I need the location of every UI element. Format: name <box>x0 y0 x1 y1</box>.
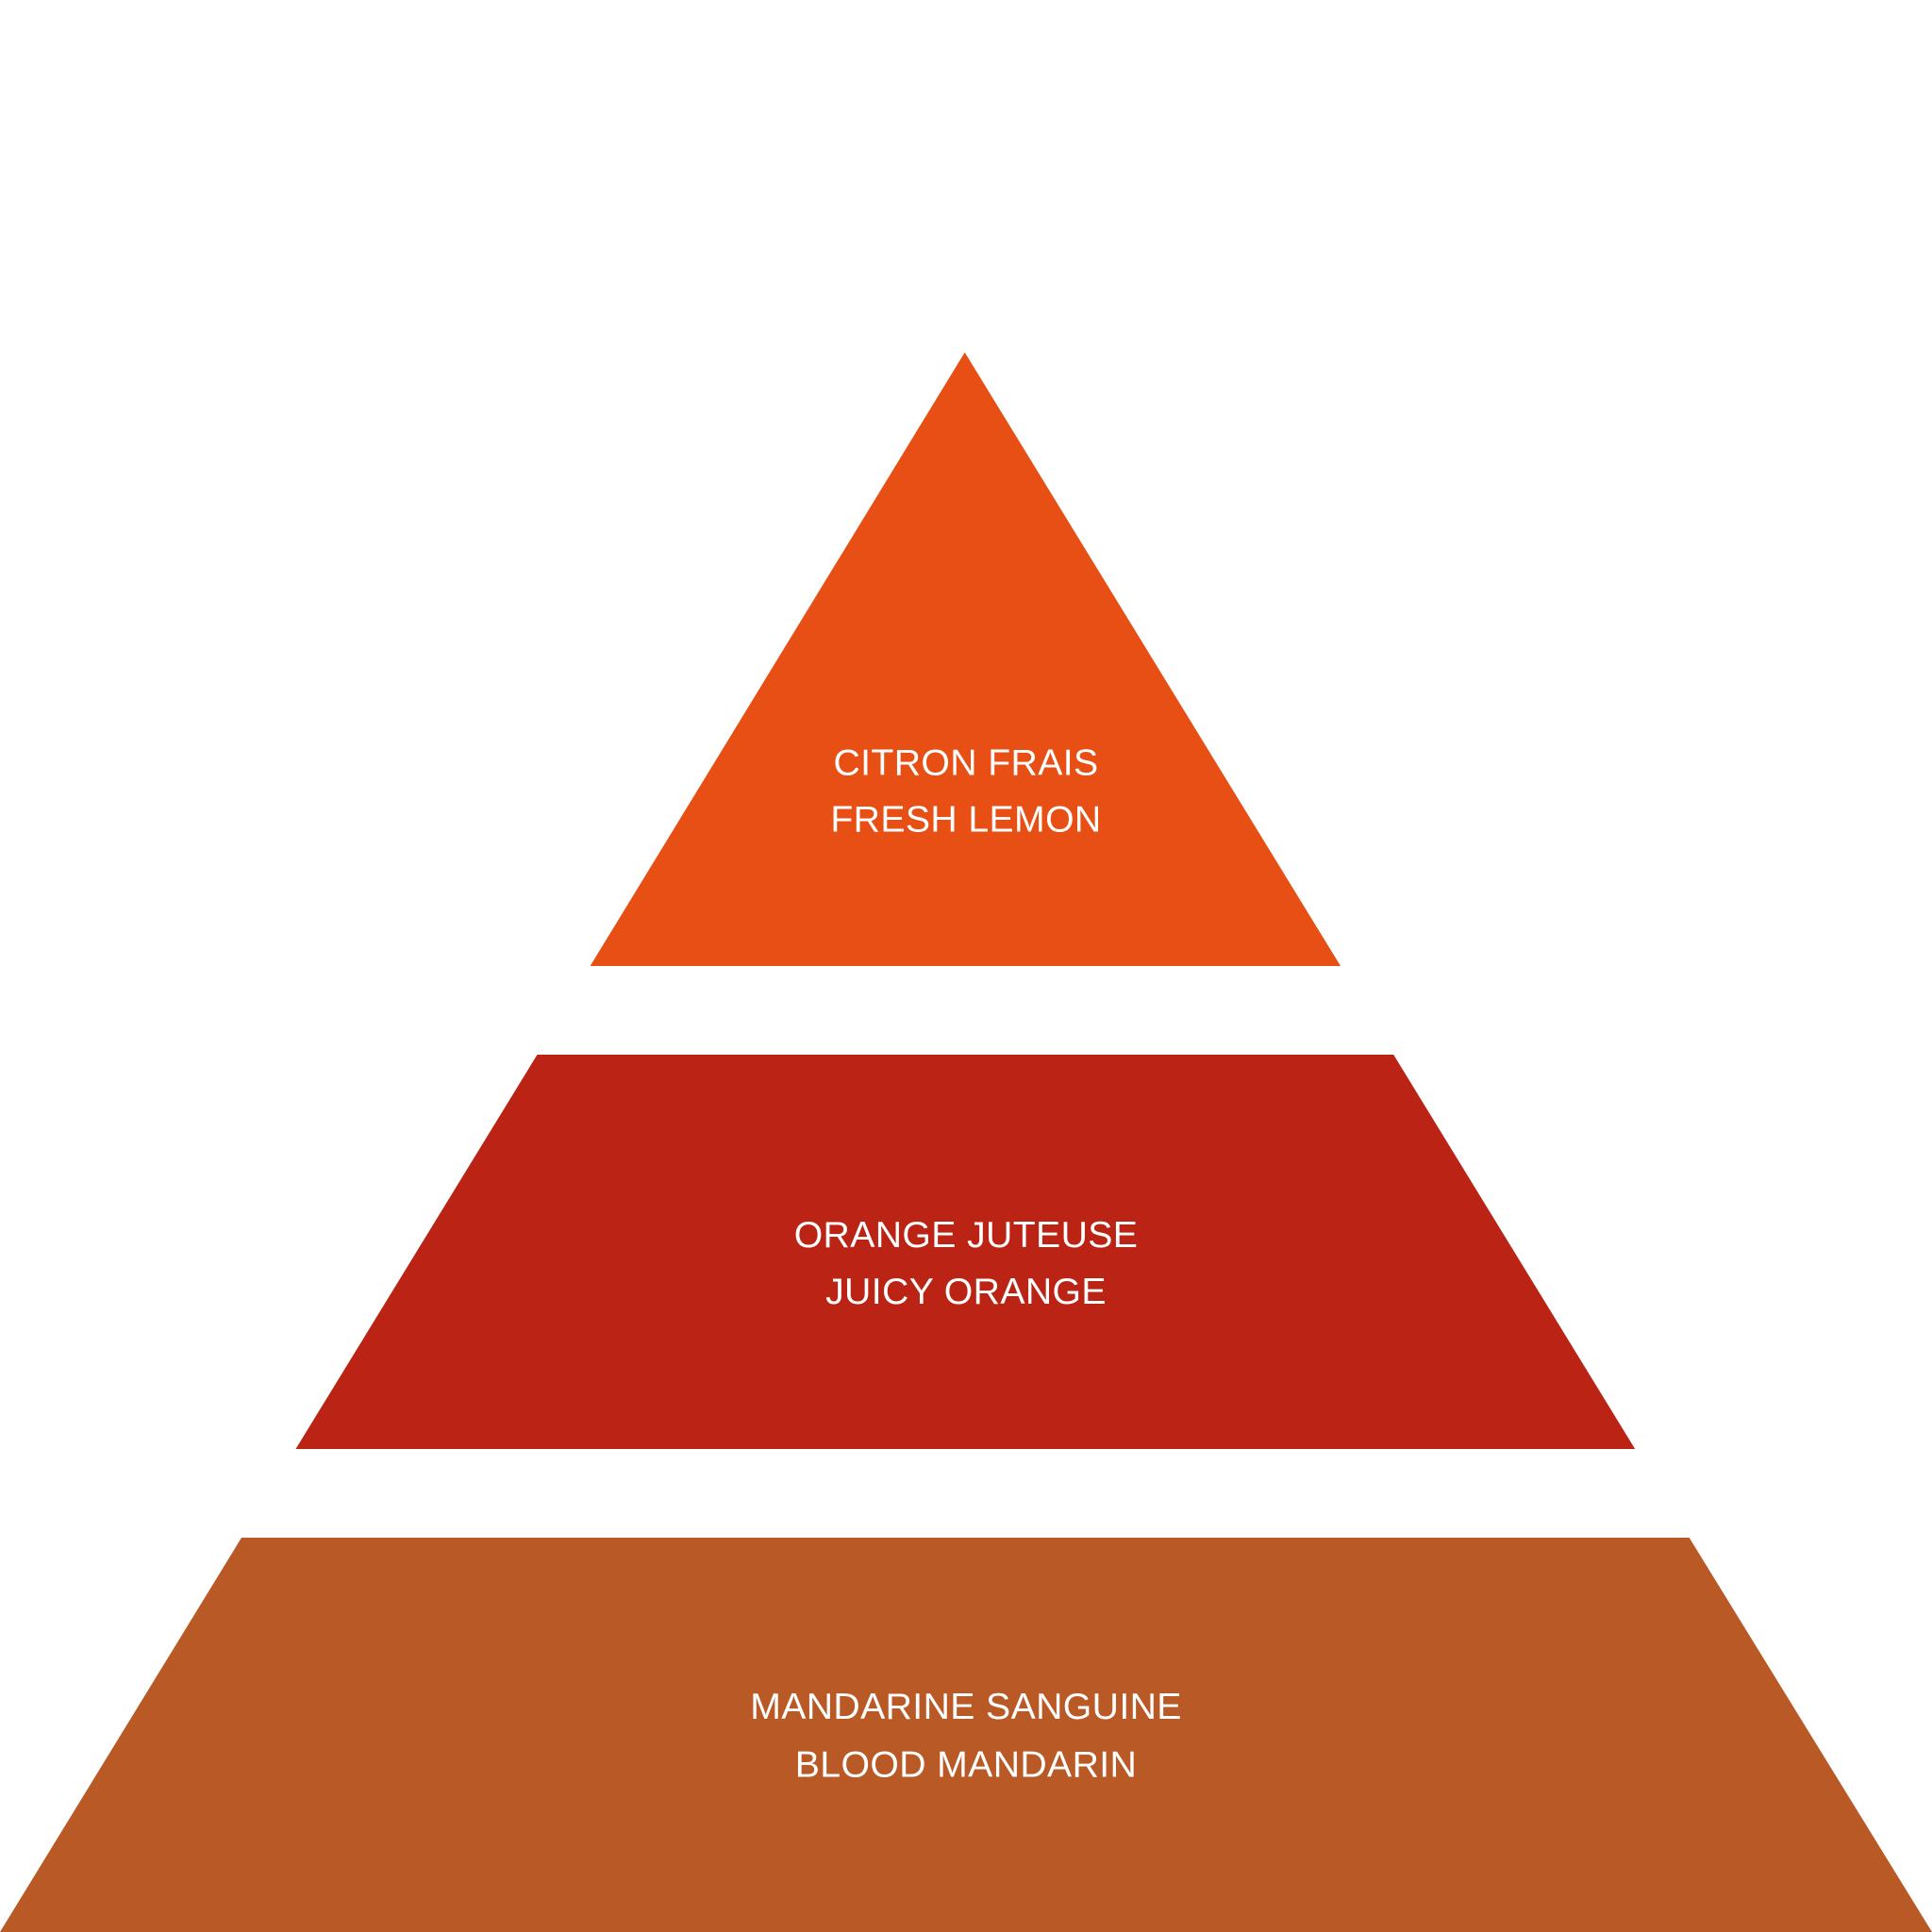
tier-top-label-fr: CITRON FRAIS <box>833 743 1098 784</box>
tier-base-label-fr: MANDARINE SANGUINE <box>750 1687 1182 1727</box>
tier-top-label-en: FRESH LEMON <box>830 800 1101 841</box>
tier-middle-label-fr: ORANGE JUTEUSE <box>794 1215 1139 1256</box>
tier-middle-shape <box>295 1055 1636 1449</box>
tier-base-shape <box>0 1538 1932 1932</box>
tier-middle: ORANGE JUTEUSE JUICY ORANGE <box>295 1055 1636 1449</box>
tier-top-shape <box>590 352 1341 966</box>
tier-base: MANDARINE SANGUINE BLOOD MANDARIN <box>0 1538 1932 1932</box>
tier-middle-label-en: JUICY ORANGE <box>825 1272 1107 1312</box>
tier-top: CITRON FRAIS FRESH LEMON <box>590 352 1341 966</box>
tier-base-label-en: BLOOD MANDARIN <box>795 1744 1137 1785</box>
